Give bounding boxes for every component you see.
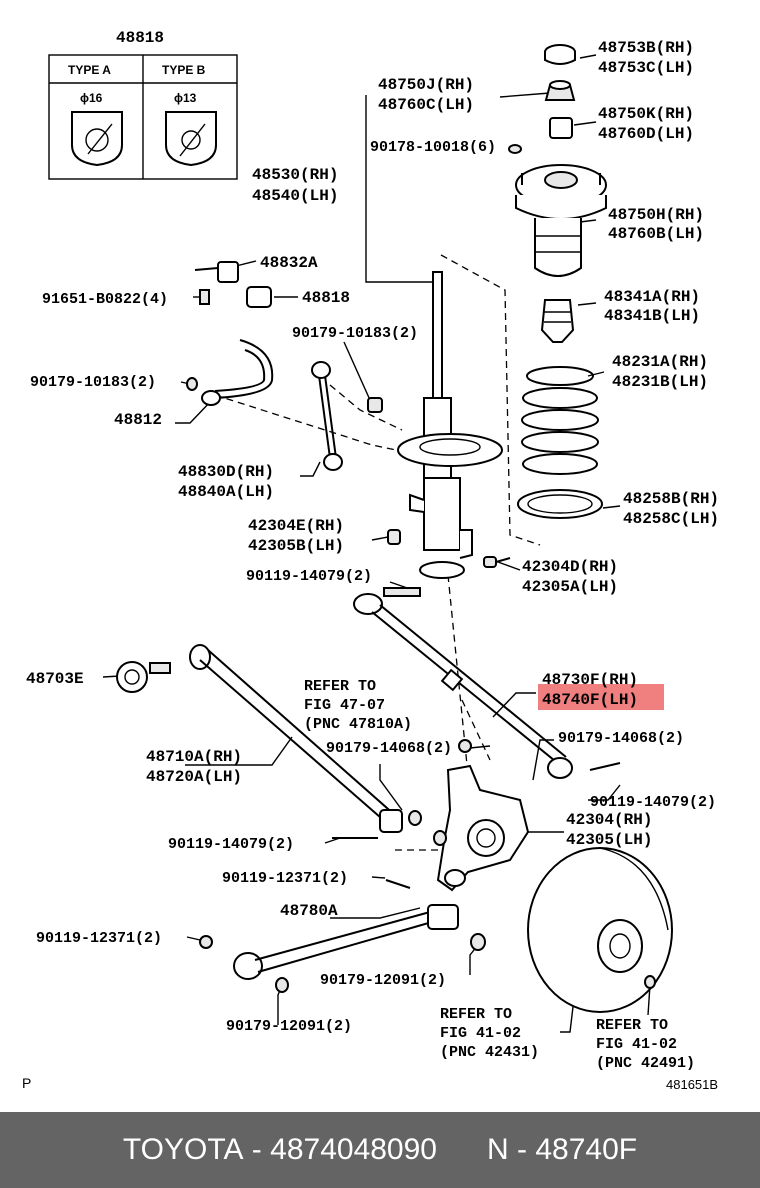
part-label-48540[interactable]: 48540(LH) — [252, 187, 338, 205]
footer-part-number: 4874048090 — [270, 1133, 437, 1166]
part-label-48753c[interactable]: 48753C(LH) — [598, 59, 694, 77]
part-label-42305a[interactable]: 42305A(LH) — [522, 578, 618, 596]
type-b-diameter: ϕ13 — [174, 91, 197, 105]
bushing-b-icon — [165, 111, 217, 167]
part-label-48760d[interactable]: 48760D(LH) — [598, 125, 694, 143]
part-label-42304[interactable]: 42304(RH) — [566, 811, 652, 829]
part-label-42304d[interactable]: 42304D(RH) — [522, 558, 618, 576]
part-label-48231b[interactable]: 48231B(LH) — [612, 373, 708, 391]
part-label-48258b[interactable]: 48258B(RH) — [623, 490, 719, 508]
part-label-48341a[interactable]: 48341A(RH) — [604, 288, 700, 306]
part-label-90179-12091-b[interactable]: 90179-12091(2) — [226, 1018, 352, 1035]
highlighted-part-box — [538, 684, 664, 710]
stabilizer — [186, 261, 383, 471]
part-label-48231a[interactable]: 48231A(RH) — [612, 353, 708, 371]
part-label-48840a[interactable]: 48840A(LH) — [178, 483, 274, 501]
part-label-90178-10018[interactable]: 90178-10018(6) — [370, 139, 496, 156]
part-label-90179-10183-bar[interactable]: 90179-10183(2) — [30, 374, 156, 391]
shock-absorber — [387, 271, 511, 579]
footer-brand: TOYOTA — [122, 1133, 244, 1166]
part-label-90119-14079-lower[interactable]: 90119-14079(2) — [168, 836, 294, 853]
part-label-90119-14079-strut[interactable]: 90119-14079(2) — [246, 568, 372, 585]
part-label-42305[interactable]: 42305(LH) — [566, 831, 652, 849]
refer-41-02-b-line2: FIG 41-02 — [596, 1036, 677, 1053]
refer-47-07-line3[interactable]: (PNC 47810A) — [304, 716, 412, 733]
part-label-90119-12371-a[interactable]: 90119-12371(2) — [222, 870, 348, 887]
upper-mount-parts — [508, 44, 607, 343]
part-label-48760b[interactable]: 48760B(LH) — [608, 225, 704, 243]
drawing-number: 481651B — [666, 1077, 718, 1092]
part-label-48341b[interactable]: 48341B(LH) — [604, 307, 700, 325]
part-label-90179-12091-a[interactable]: 90179-12091(2) — [320, 972, 446, 989]
part-label-90119-14079-arm[interactable]: 90119-14079(2) — [590, 794, 716, 811]
refer-47-07-line1: REFER TO — [304, 678, 376, 695]
part-label-90179-10183-link[interactable]: 90179-10183(2) — [292, 325, 418, 342]
part-info-footer: TOYOTA - 4874048090 N - 48740F — [0, 1112, 760, 1188]
exploded-parts-diagram: 48818 TYPE A TYPE B ϕ16 ϕ13 — [22, 29, 719, 1092]
part-label-48703e[interactable]: 48703E — [26, 670, 84, 688]
type-a-header: TYPE A — [68, 63, 111, 77]
bushing-type-table: TYPE A TYPE B ϕ16 ϕ13 — [48, 54, 238, 180]
bushing-a-icon — [71, 111, 123, 167]
part-label-48832a[interactable]: 48832A — [260, 254, 318, 272]
part-label-42305b[interactable]: 42305B(LH) — [248, 537, 344, 555]
brake-disc — [527, 847, 673, 1013]
part-label-48780a[interactable]: 48780A — [280, 902, 338, 920]
refer-41-02-a-line1: REFER TO — [440, 1006, 512, 1023]
rear-axle-carrier — [433, 739, 530, 892]
part-label-48258c[interactable]: 48258C(LH) — [623, 510, 719, 528]
part-label-48720a[interactable]: 48720A(LH) — [146, 768, 242, 786]
type-a-diameter: ϕ16 — [80, 91, 103, 105]
part-label-90119-12371-b[interactable]: 90119-12371(2) — [36, 930, 162, 947]
part-label-48818[interactable]: 48818 — [302, 289, 350, 307]
part-label-48750j[interactable]: 48750J(RH) — [378, 76, 474, 94]
part-label-90179-14068-b[interactable]: 90179-14068(2) — [558, 730, 684, 747]
part-label-48530[interactable]: 48530(RH) — [252, 166, 338, 184]
part-label-48753b[interactable]: 48753B(RH) — [598, 39, 694, 57]
part-label-48760c[interactable]: 48760C(LH) — [378, 96, 474, 114]
refer-41-02-b-line3[interactable]: (PNC 42491) — [596, 1055, 695, 1072]
part-label-48750k[interactable]: 48750K(RH) — [598, 105, 694, 123]
type-b-header: TYPE B — [162, 63, 206, 77]
part-label-48740f-highlighted[interactable]: 48740F(LH) — [542, 691, 638, 709]
part-label-48710a[interactable]: 48710A(RH) — [146, 748, 242, 766]
part-label-48812[interactable]: 48812 — [114, 411, 162, 429]
footer-pnc: N - 48740F — [487, 1133, 638, 1166]
corner-mark: P — [22, 1075, 31, 1091]
footer-separator: - — [243, 1133, 271, 1166]
part-label-48818-table[interactable]: 48818 — [116, 29, 164, 47]
part-label-42304e[interactable]: 42304E(RH) — [248, 517, 344, 535]
refer-41-02-a-line2: FIG 41-02 — [440, 1025, 521, 1042]
part-label-91651-b0822[interactable]: 91651-B0822(4) — [42, 291, 168, 308]
refer-41-02-b-line1: REFER TO — [596, 1017, 668, 1034]
part-label-48750h[interactable]: 48750H(RH) — [608, 206, 704, 224]
control-arms — [116, 587, 621, 993]
part-label-48730f[interactable]: 48730F(RH) — [542, 671, 638, 689]
coil-spring — [517, 366, 603, 519]
part-label-90179-14068-a[interactable]: 90179-14068(2) — [326, 740, 452, 757]
refer-41-02-a-line3[interactable]: (PNC 42431) — [440, 1044, 539, 1061]
refer-47-07-line2: FIG 47-07 — [304, 697, 385, 714]
part-label-48830d[interactable]: 48830D(RH) — [178, 463, 274, 481]
